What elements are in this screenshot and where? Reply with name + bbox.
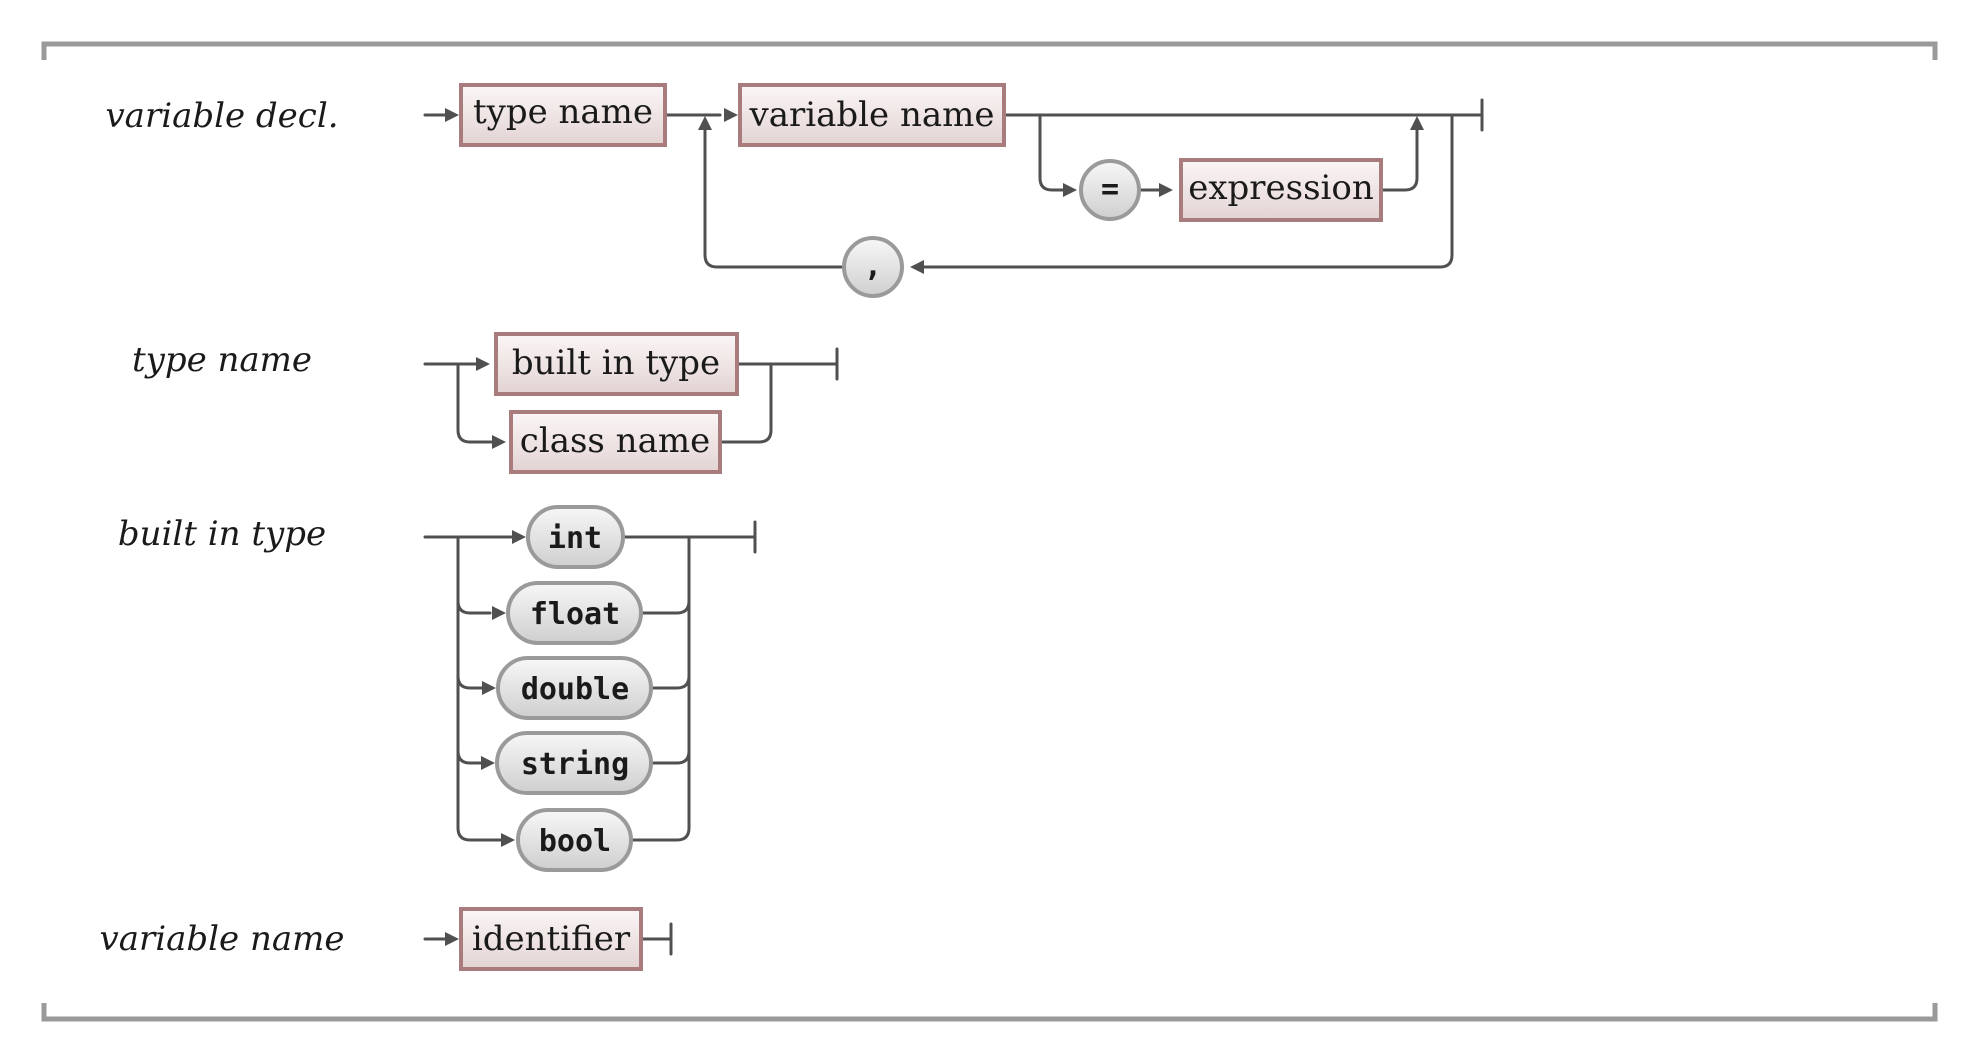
nonterminal-variable-name-label: variable name [749, 95, 995, 135]
terminal-comma-label: , [864, 249, 882, 284]
terminal-float[interactable]: float [506, 581, 643, 645]
nonterminal-expression[interactable]: expression [1179, 158, 1383, 222]
bottom-frame-bracket [41, 1003, 1938, 1022]
variable-decl-arrows [445, 108, 1424, 274]
built-in-type-lines [423, 520, 757, 842]
terminal-comma[interactable]: , [842, 236, 904, 298]
terminal-equals-label: = [1101, 172, 1119, 207]
rule-label-variable-decl: variable decl. [105, 96, 338, 136]
built-in-type-arrows [481, 530, 526, 847]
nonterminal-variable-name[interactable]: variable name [738, 83, 1006, 147]
rule-label-variable-name: variable name [100, 919, 345, 959]
terminal-string[interactable]: string [495, 731, 653, 795]
terminal-float-label: float [530, 597, 620, 632]
type-name-arrows [476, 357, 506, 449]
nonterminal-type-name-label: type name [473, 92, 653, 132]
nonterminal-class-name[interactable]: class name [509, 410, 722, 474]
terminal-bool[interactable]: bool [516, 808, 633, 872]
nonterminal-built-in-type[interactable]: built in type [494, 332, 739, 396]
rule-label-built-in-type: built in type [118, 514, 326, 554]
terminal-double-label: double [521, 672, 629, 707]
variable-decl-lines [423, 98, 1484, 269]
nonterminal-identifier-label: identifier [472, 919, 631, 959]
nonterminal-built-in-type-label: built in type [512, 343, 720, 383]
nonterminal-type-name[interactable]: type name [459, 83, 667, 147]
nonterminal-class-name-label: class name [520, 421, 710, 461]
top-frame-bracket [41, 41, 1938, 60]
nonterminal-expression-label: expression [1188, 168, 1374, 208]
terminal-double[interactable]: double [496, 656, 653, 720]
type-name-lines [423, 347, 839, 444]
rule-label-type-name: type name [132, 340, 312, 380]
terminal-string-label: string [521, 747, 629, 782]
variable-name-arrows [445, 932, 459, 946]
nonterminal-identifier[interactable]: identifier [459, 907, 643, 971]
terminal-bool-label: bool [539, 824, 611, 859]
terminal-equals[interactable]: = [1079, 159, 1141, 221]
terminal-int-label: int [548, 521, 602, 556]
terminal-int[interactable]: int [526, 505, 625, 569]
